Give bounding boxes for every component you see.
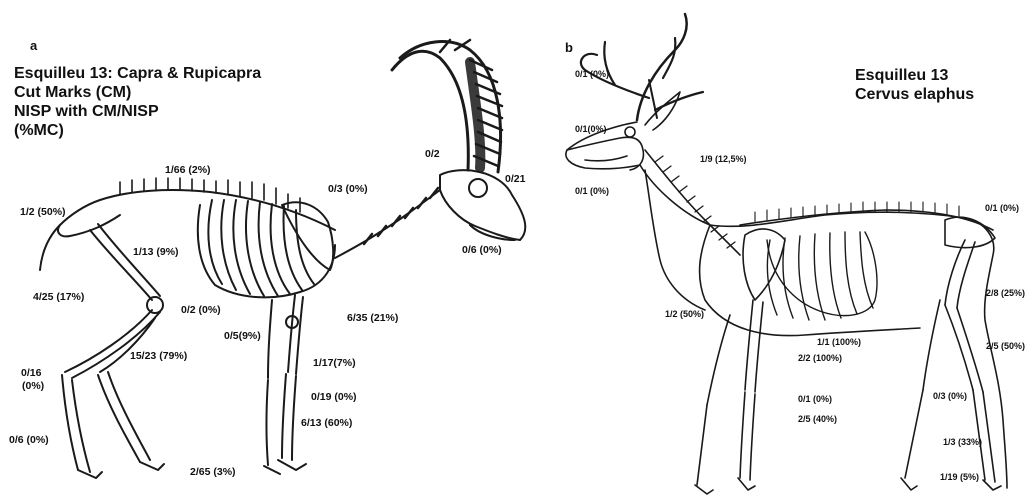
panel-letter: b bbox=[565, 40, 573, 55]
cut-mark-label: 4/25 (17%) bbox=[33, 291, 84, 303]
cut-mark-label: 1/13 (9%) bbox=[133, 246, 179, 258]
title-line: Cut Marks (CM) bbox=[14, 83, 261, 102]
cut-mark-label: 0/2 (0%) bbox=[181, 304, 221, 316]
cut-mark-label: 0/3 (0%) bbox=[933, 391, 967, 401]
panel-letter: a bbox=[30, 38, 37, 53]
cut-mark-label: 0/21 bbox=[505, 173, 525, 185]
title-line: NISP with CM/NISP bbox=[14, 102, 261, 121]
panel-title: Esquilleu 13 Cervus elaphus bbox=[855, 66, 974, 104]
cut-mark-label: 0/3 (0%) bbox=[328, 183, 368, 195]
panel-a-goat-skeleton: a Esquilleu 13: Capra & Rupicapra Cut Ma… bbox=[0, 0, 540, 498]
cut-mark-label: 0/2 bbox=[425, 148, 440, 160]
cut-mark-label: 0/1(0%) bbox=[575, 124, 607, 134]
cut-mark-label: 2/65 (3%) bbox=[190, 466, 236, 478]
cut-mark-label: 6/13 (60%) bbox=[301, 417, 352, 429]
cut-mark-label: 1/2 (50%) bbox=[665, 309, 704, 319]
cut-mark-label: 1/9 (12,5%) bbox=[700, 154, 747, 164]
title-line: Esquilleu 13 bbox=[855, 66, 974, 85]
title-line: (%MC) bbox=[14, 121, 261, 140]
panel-b-deer-skeleton: b Esquilleu 13 Cervus elaphus 0/1 (0%) 0… bbox=[545, 0, 1029, 498]
cut-mark-label: 0/1 (0%) bbox=[798, 394, 832, 404]
title-line: Esquilleu 13: Capra & Rupicapra bbox=[14, 64, 261, 83]
title-line: Cervus elaphus bbox=[855, 85, 974, 104]
cut-mark-label: 0/16 bbox=[21, 367, 41, 379]
cut-mark-label: 0/6 (0%) bbox=[9, 434, 49, 446]
cut-mark-label: 1/19 (5%) bbox=[940, 472, 979, 482]
cut-mark-label: 1/2 (50%) bbox=[20, 206, 66, 218]
cut-mark-label: 15/23 (79%) bbox=[130, 350, 187, 362]
cut-mark-label: 2/5 (40%) bbox=[798, 414, 837, 424]
cut-mark-label: 2/5 (50%) bbox=[986, 341, 1025, 351]
cut-mark-label: 0/1 (0%) bbox=[985, 203, 1019, 213]
panel-title: Esquilleu 13: Capra & Rupicapra Cut Mark… bbox=[14, 64, 261, 140]
cut-mark-label: 1/3 (33%) bbox=[943, 437, 982, 447]
cut-mark-label: 1/66 (2%) bbox=[165, 164, 211, 176]
cut-mark-label: 0/5(9%) bbox=[224, 330, 261, 342]
cut-mark-label: 1/1 (100%) bbox=[817, 337, 861, 347]
cut-mark-label: 2/2 (100%) bbox=[798, 353, 842, 363]
cut-mark-label: 0/1 (0%) bbox=[575, 69, 609, 79]
cut-mark-label: 1/17(7%) bbox=[313, 357, 356, 369]
cut-mark-label: 0/19 (0%) bbox=[311, 391, 357, 403]
cut-mark-label: 0/6 (0%) bbox=[462, 244, 502, 256]
panel-divider bbox=[541, 0, 544, 498]
cut-mark-label: 2/8 (25%) bbox=[986, 288, 1025, 298]
cut-mark-label: 6/35 (21%) bbox=[347, 312, 398, 324]
cut-mark-label: (0%) bbox=[22, 380, 44, 392]
cut-mark-label: 0/1 (0%) bbox=[575, 186, 609, 196]
